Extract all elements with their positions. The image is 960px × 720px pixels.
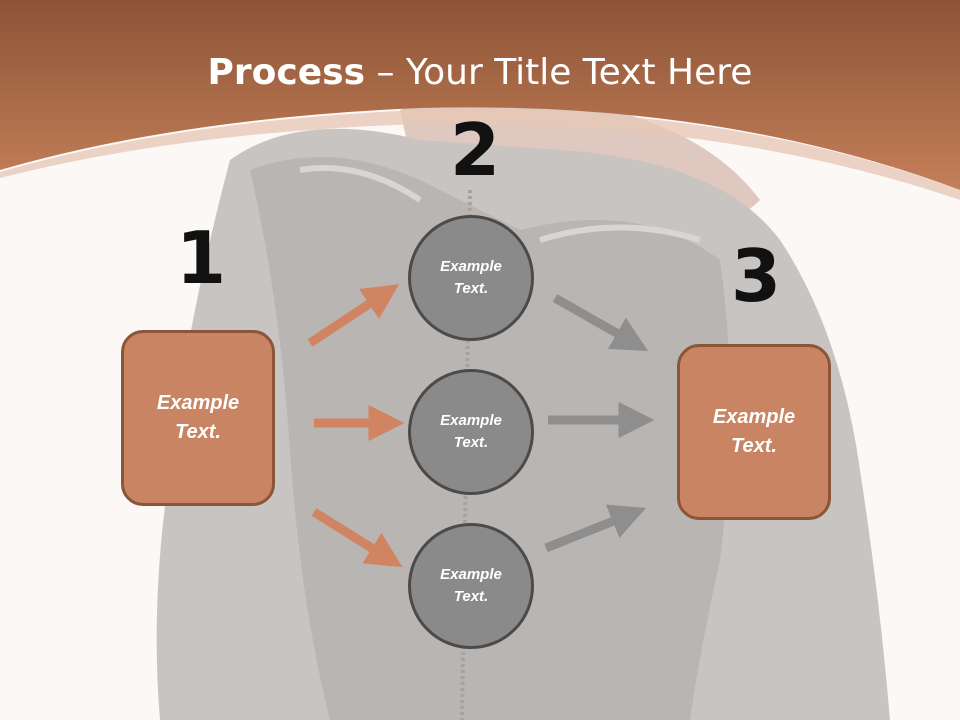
arrow-2c-to-3 <box>544 504 647 553</box>
step-1-box: Example Text. <box>121 330 275 506</box>
step-number-2: 2 <box>450 108 501 192</box>
page-title: Process – Your Title Text Here <box>0 52 960 93</box>
header-band <box>0 0 960 200</box>
step-2-circle-middle: Example Text. <box>408 369 534 495</box>
title-rest: – Your Title Text Here <box>365 52 753 93</box>
arrow-1-to-2a <box>307 284 400 347</box>
arrow-1-to-2c <box>311 508 403 568</box>
title-bold: Process <box>207 52 366 93</box>
step-number-1: 1 <box>176 216 227 300</box>
arrow-2a-to-3 <box>552 294 649 352</box>
step-2-circle-bottom: Example Text. <box>408 523 534 649</box>
step-2-circle-top: Example Text. <box>408 215 534 341</box>
step-number-3: 3 <box>731 234 782 318</box>
step-3-box: Example Text. <box>677 344 831 520</box>
